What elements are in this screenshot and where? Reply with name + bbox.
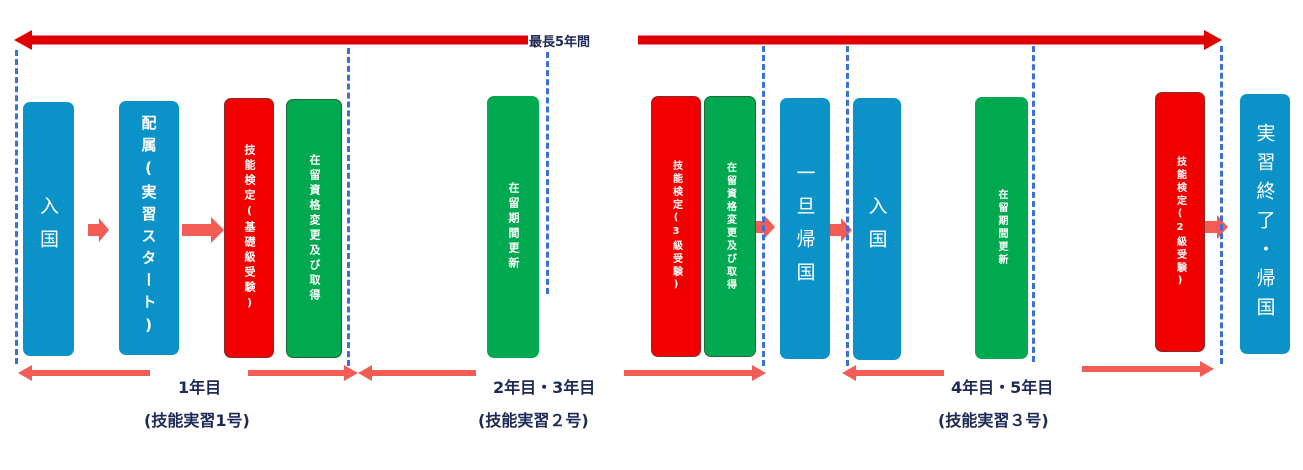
step-box-skill-test-2: 技能検定(2級受験) bbox=[1155, 92, 1205, 352]
step-box-reentry: 入国 bbox=[853, 98, 901, 360]
span-1-right-head bbox=[344, 365, 358, 381]
step-box-entry-label: 入国 bbox=[37, 196, 59, 262]
max-period-arrow-right-head bbox=[1204, 30, 1222, 50]
step-box-status-change-2-label: 在留資格変更及び取得 bbox=[724, 161, 736, 292]
step-box-reentry-label: 入国 bbox=[865, 196, 888, 262]
period-2-program-label: (技能実習２号) bbox=[478, 411, 589, 430]
period-3-program-label: (技能実習３号) bbox=[938, 411, 1049, 430]
separator-year3-end bbox=[762, 46, 765, 366]
max-period-arrow-left-head bbox=[14, 30, 32, 50]
span-2-right-head bbox=[752, 365, 766, 381]
step-box-renewal-1: 在留期間更新 bbox=[487, 96, 539, 358]
separator-start bbox=[15, 50, 18, 364]
step-box-assignment-label: 配属(実習スタート) bbox=[139, 115, 158, 341]
step-box-renewal-2-label: 在留期間更新 bbox=[996, 189, 1007, 267]
period-2-year-label: 2年目・3年目 bbox=[493, 378, 596, 397]
step-box-skill-test-basic-label: 技能検定(基礎級受験) bbox=[243, 143, 256, 313]
step-box-entry: 入国 bbox=[23, 102, 74, 356]
span-2-left-head bbox=[358, 365, 372, 381]
step-box-status-change-1-label: 在留資格変更及び取得 bbox=[308, 153, 321, 304]
step-box-temporary-return: 一旦帰国 bbox=[780, 98, 830, 359]
step-box-skill-test-basic: 技能検定(基礎級受験) bbox=[224, 98, 274, 358]
step-box-skill-test-3: 技能検定(3級受験) bbox=[651, 96, 701, 357]
separator-year2 bbox=[546, 52, 549, 294]
step-box-skill-test-3-label: 技能検定(3級受験) bbox=[670, 160, 682, 293]
step-box-completion-return: 実習終了・帰国 bbox=[1240, 94, 1290, 354]
flow-arrow-1 bbox=[88, 218, 109, 242]
separator-year4 bbox=[1032, 46, 1035, 362]
max-period-label: 最長5年間 bbox=[529, 35, 591, 50]
span-3-left-head bbox=[842, 365, 856, 381]
span-1-left-head bbox=[18, 365, 32, 381]
step-box-status-change-2: 在留資格変更及び取得 bbox=[704, 96, 756, 357]
separator-end bbox=[1220, 46, 1223, 364]
step-box-completion-return-label: 実習終了・帰国 bbox=[1253, 122, 1276, 326]
span-3-right-head bbox=[1200, 361, 1214, 377]
step-box-renewal-2: 在留期間更新 bbox=[975, 97, 1028, 359]
step-box-status-change-1: 在留資格変更及び取得 bbox=[286, 99, 342, 358]
flow-arrow-5 bbox=[1205, 215, 1228, 239]
step-box-assignment: 配属(実習スタート) bbox=[119, 101, 179, 355]
step-box-temporary-return-label: 一旦帰国 bbox=[793, 162, 816, 295]
max-period-arrow bbox=[14, 30, 1222, 50]
separator-reentry bbox=[846, 46, 849, 366]
period-1-program-label: (技能実習1号) bbox=[144, 411, 250, 430]
period-1-year-label: 1年目 bbox=[178, 378, 222, 397]
period-3-year-label: 4年目・5年目 bbox=[951, 378, 1054, 397]
flow-arrow-2 bbox=[182, 217, 224, 243]
step-box-skill-test-2-label: 技能検定(2級受験) bbox=[1174, 155, 1186, 289]
separator-year1-end bbox=[347, 48, 350, 366]
step-box-renewal-1-label: 在留期間更新 bbox=[507, 182, 520, 272]
period-span-arrows bbox=[18, 361, 1214, 381]
